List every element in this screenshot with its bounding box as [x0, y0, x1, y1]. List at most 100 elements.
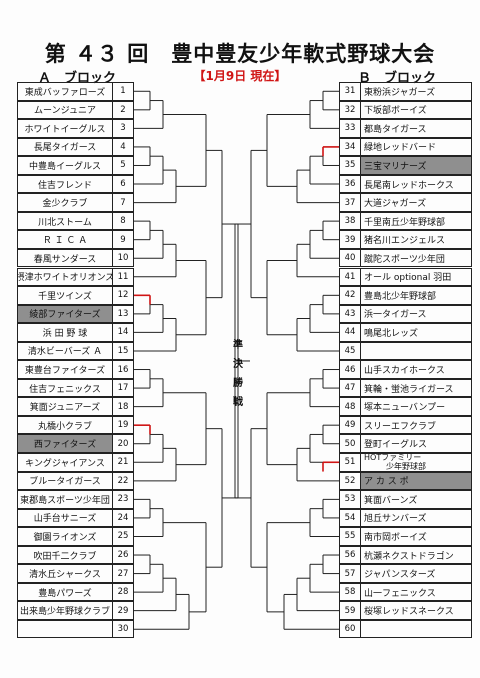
team-number: 40 [339, 248, 360, 268]
team-name: 箕面バーンズ [360, 490, 472, 509]
team-name-line1: HOTファミリー [364, 453, 422, 463]
team-number: 56 [339, 545, 360, 565]
team-row: 60 [339, 619, 472, 639]
team-name: 住吉フレンド [17, 174, 112, 194]
semifinal-char: 準 [233, 340, 243, 351]
team-number: 46 [339, 360, 360, 379]
team-number: 60 [339, 619, 360, 639]
team-name: スリーエフクラブ [360, 415, 472, 435]
team-number: 23 [112, 490, 134, 509]
team-name: 金少クラブ [17, 193, 112, 212]
team-name: 吹田千二クラブ [17, 545, 112, 565]
team-name: 箕面ジュニアーズ [17, 397, 112, 416]
team-name [360, 619, 472, 639]
team-name: 塚本ニューバンプー [360, 397, 472, 416]
team-name: 山手スカイホークス [360, 360, 472, 379]
team-number: 25 [112, 527, 134, 546]
team-name: オール optional 羽田 [360, 267, 472, 287]
team-name: 東豊台ファイターズ [17, 360, 112, 379]
team-name: 南市岡ボーイズ [360, 527, 472, 546]
team-number: 28 [112, 582, 134, 602]
team-number: 13 [112, 304, 134, 324]
team-number: 59 [339, 601, 360, 620]
team-name: ムーンジュニア [17, 100, 112, 120]
team-name: 鳴尾北レッズ [360, 323, 472, 342]
team-number: 50 [339, 434, 360, 453]
team-name: 箕輪・蛍池ライガース [360, 378, 472, 398]
team-name: 住吉フェニックス [17, 378, 112, 398]
team-name: 浜一タイガース [360, 304, 472, 324]
team-number: 7 [112, 193, 134, 212]
team-number: 5 [112, 156, 134, 175]
page-title: 第 ４３ 回 豊中豊友少年軟式野球大会 [44, 42, 436, 66]
team-name: HOTファミリー少年野球部 [360, 453, 472, 472]
team-number: 49 [339, 415, 360, 435]
team-name: 春風サンダース [17, 248, 112, 268]
team-name: ホワイトイーグルス [17, 119, 112, 138]
team-number: 55 [339, 527, 360, 546]
team-name: Ｒ Ｉ Ｃ Ａ [17, 230, 112, 249]
team-number: 15 [112, 341, 134, 361]
team-number: 41 [339, 267, 360, 287]
team-name: 旭丘サンバーズ [360, 508, 472, 528]
team-number: 26 [112, 545, 134, 565]
team-number: 10 [112, 248, 134, 268]
team-number: 6 [112, 174, 134, 194]
team-name: 清水丘シャークス [17, 564, 112, 583]
team-number: 20 [112, 434, 134, 453]
team-number: 14 [112, 323, 134, 342]
team-name: 長尾南レッドホークス [360, 174, 472, 194]
team-number: 36 [339, 174, 360, 194]
team-number: 27 [112, 564, 134, 583]
team-number: 42 [339, 286, 360, 305]
team-number: 17 [112, 378, 134, 398]
team-name: 清水ビーバーズ Ａ [17, 341, 112, 361]
team-name: 山手台サニーズ [17, 508, 112, 528]
team-number: 45 [339, 341, 360, 361]
team-row: 45 [339, 341, 472, 361]
team-number: 37 [339, 193, 360, 212]
team-number: 54 [339, 508, 360, 528]
team-number: 9 [112, 230, 134, 249]
team-name: 緑地レッドバード [360, 137, 472, 157]
team-number: 4 [112, 137, 134, 157]
team-name: 下坂部ボーイズ [360, 100, 472, 120]
team-name-line2: 少年野球部 [386, 462, 426, 472]
team-name: 綾部ファイターズ [17, 304, 112, 324]
team-number: 29 [112, 601, 134, 620]
